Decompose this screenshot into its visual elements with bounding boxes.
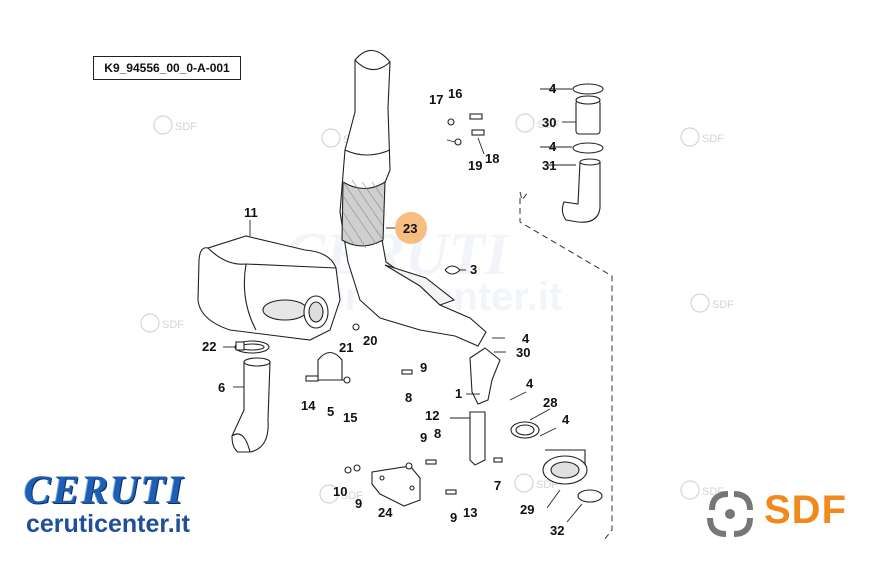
callout-22: 22 bbox=[202, 339, 216, 354]
callout-4-lower: 4 bbox=[526, 376, 534, 391]
callout-5: 5 bbox=[327, 404, 334, 419]
callout-8-a: 8 bbox=[405, 390, 412, 405]
flex-pipe-part-6 bbox=[231, 357, 271, 453]
curved-pipe-part-31 bbox=[561, 158, 601, 223]
callout-4-turbo: 4 bbox=[562, 412, 570, 427]
callout-10: 10 bbox=[333, 484, 347, 499]
callout-11: 11 bbox=[244, 205, 258, 220]
sdf-watermark-text: SDF bbox=[712, 299, 734, 311]
callout-13: 13 bbox=[463, 505, 477, 520]
sdf-watermark-text: SDF bbox=[341, 490, 363, 502]
sdf-watermark-text: SDF bbox=[175, 121, 197, 133]
silencer-part-11 bbox=[197, 235, 341, 341]
callout-23: 23 bbox=[403, 221, 417, 236]
bracket-part-24 bbox=[371, 465, 421, 507]
hose-clamps-part-4-top bbox=[572, 83, 604, 154]
sdf-watermark-text: SDF bbox=[162, 319, 184, 331]
callout-9-d: 9 bbox=[450, 510, 457, 525]
callout-28: 28 bbox=[543, 395, 557, 410]
elbow-pipe-part-1 bbox=[469, 347, 501, 405]
sdf-watermark-text: SDF bbox=[537, 119, 559, 131]
callout-15: 15 bbox=[343, 410, 357, 425]
sdf-logo-text: SDF bbox=[764, 488, 847, 532]
callout-29: 29 bbox=[520, 502, 534, 517]
ruti-logo-brand: CERUTI bbox=[24, 467, 185, 512]
callout-17: 17 bbox=[429, 92, 443, 107]
callout-16: 16 bbox=[448, 86, 462, 101]
sdf-watermark-badges bbox=[140, 113, 710, 504]
clamp-part-32 bbox=[577, 489, 603, 503]
callout-14: 14 bbox=[301, 398, 316, 413]
callout-9-b: 9 bbox=[420, 430, 427, 445]
callout-6: 6 bbox=[218, 380, 225, 395]
callout-32: 32 bbox=[550, 523, 564, 538]
callout-8-b: 8 bbox=[434, 426, 441, 441]
callout-18: 18 bbox=[485, 151, 499, 166]
callout-4-mid: 4 bbox=[549, 139, 557, 154]
callout-30-top: 30 bbox=[542, 115, 556, 130]
turbo-part-29 bbox=[542, 449, 588, 485]
hardware-bolts bbox=[305, 113, 503, 495]
u-clamp-part-5 bbox=[312, 351, 348, 381]
callout-19: 19 bbox=[468, 158, 482, 173]
clamp-part-22 bbox=[234, 340, 270, 354]
bracket-part-12 bbox=[469, 411, 486, 466]
callout-31: 31 bbox=[542, 158, 556, 173]
callout-3: 3 bbox=[470, 262, 477, 277]
dashed-group-outline bbox=[519, 191, 613, 541]
callout-labels: 11 22 6 21 20 14 5 15 23 3 17 16 19 18 4… bbox=[202, 81, 570, 538]
snap-ring-part-3 bbox=[444, 265, 461, 275]
ring-part-28 bbox=[510, 421, 540, 439]
callout-9-c: 9 bbox=[355, 496, 362, 511]
ruti-logo-url: ceruticenter.it bbox=[26, 510, 190, 538]
callout-12: 12 bbox=[425, 408, 439, 423]
sleeve-part-30-top bbox=[575, 95, 601, 135]
callout-1: 1 bbox=[455, 386, 462, 401]
sdf-logo-icon bbox=[707, 491, 753, 537]
diagram-code-label: K9_94556_00_0-A-001 bbox=[93, 56, 241, 80]
exhaust-pipe-part-23 bbox=[339, 49, 487, 347]
sdf-watermark-text: SDF bbox=[702, 133, 724, 145]
callout-9-a: 9 bbox=[420, 360, 427, 375]
callout-4-top: 4 bbox=[549, 81, 557, 96]
highlight-circle bbox=[395, 212, 427, 244]
callout-4-right: 4 bbox=[522, 331, 530, 346]
callout-7: 7 bbox=[494, 478, 501, 493]
callout-24: 24 bbox=[378, 505, 393, 520]
callout-30-right: 30 bbox=[516, 345, 530, 360]
callout-20: 20 bbox=[363, 333, 377, 348]
callout-21: 21 bbox=[339, 340, 353, 355]
leader-lines bbox=[223, 88, 583, 523]
